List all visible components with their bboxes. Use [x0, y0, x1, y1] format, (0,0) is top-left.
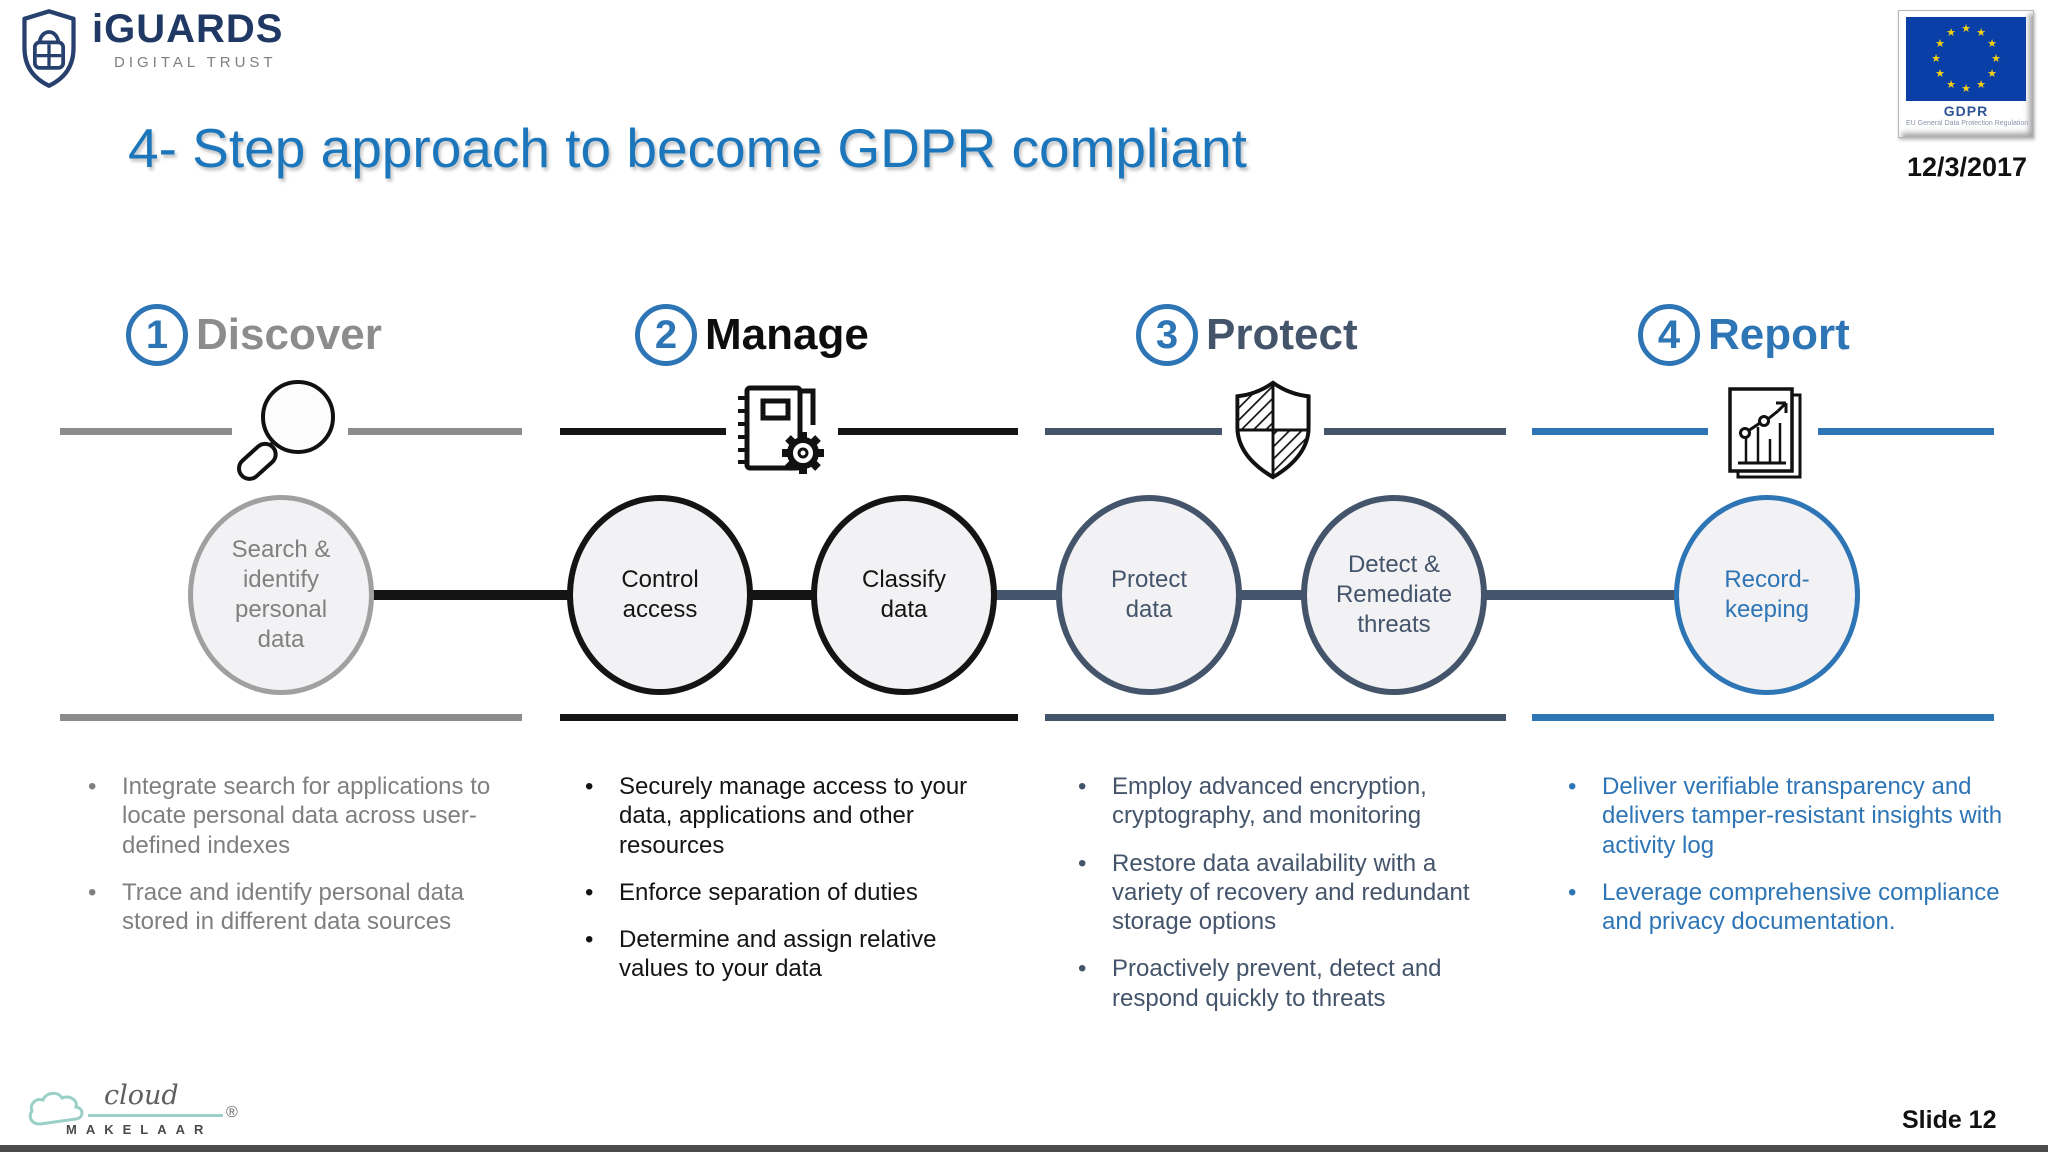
cloud-logo-word: cloud — [104, 1080, 179, 1111]
gdpr-badge: GDPR EU General Data Protection Regulati… — [1898, 10, 2036, 183]
divider-protect-bottom — [1045, 714, 1506, 721]
cloud-logo-caps: MAKELAAR — [66, 1122, 213, 1137]
step-label: Protect — [1206, 310, 1358, 359]
eu-flag-stars: GDPR EU General Data Protection Regulati… — [1898, 10, 2034, 138]
eu-star — [1945, 79, 1957, 91]
divider-discover-bottom — [60, 714, 522, 721]
bullet-list-protect: Employ advanced encryption, cryptography… — [1078, 772, 1510, 1013]
bullet-text: Leverage comprehensive compliance and pr… — [1602, 878, 2000, 936]
cloud-makelaar-logo: cloud ® MAKELAAR — [26, 1080, 246, 1146]
bullet-text: Proactively prevent, detect and respond … — [1112, 955, 1442, 1012]
circle-label: Protect data — [1110, 566, 1188, 623]
bullet-list-manage: Securely manage access to your data, app… — [585, 772, 1005, 984]
circle-protect-data: Protect data — [1056, 495, 1242, 695]
report-chart-icon — [1708, 382, 1818, 484]
circle-control-access: Control access — [567, 495, 753, 695]
date-label: 12/3/2017 — [1906, 152, 2028, 182]
bullet-text: Employ advanced encryption, cryptography… — [1112, 773, 1427, 830]
registered-mark: ® — [226, 1104, 238, 1121]
step-heading-report: 4 Report — [1638, 304, 1850, 366]
eu-star — [1975, 79, 1987, 91]
eu-star — [1960, 23, 1972, 35]
step-number-badge: 3 — [1136, 304, 1198, 366]
bullet-item: Trace and identify personal data stored … — [88, 878, 528, 937]
bullet-item: Securely manage access to your data, app… — [585, 772, 1005, 860]
circle-label: Classify data — [861, 566, 946, 623]
bullet-text: Restore data availability with a variety… — [1112, 849, 1470, 936]
eu-star — [1934, 68, 1946, 80]
bullet-item: Proactively prevent, detect and respond … — [1078, 954, 1510, 1013]
circle-label: Detect & Remediate threats — [1335, 551, 1453, 638]
step-label: Report — [1708, 310, 1850, 359]
slide-number: Slide 12 — [1902, 1106, 1997, 1134]
bullet-text: Securely manage access to your data, app… — [619, 773, 968, 859]
page-title: 4- Step approach to become GDPR complian… — [128, 117, 1247, 179]
divider-report-bottom — [1532, 714, 1994, 721]
magnifier-icon — [232, 376, 348, 488]
notebook-gear-icon — [726, 382, 838, 482]
badge-heading: GDPR — [1943, 103, 1989, 119]
step-number-badge: 2 — [635, 304, 697, 366]
bullet-text: Integrate search for applications to loc… — [122, 773, 491, 859]
circle-classify-data: Classify data — [811, 495, 997, 695]
cloud-logo-line — [88, 1114, 223, 1117]
eu-star — [1990, 53, 2002, 65]
bullet-text: Deliver verifiable transparency and deli… — [1602, 773, 2003, 859]
bullet-item: Employ advanced encryption, cryptography… — [1078, 772, 1510, 831]
eu-star — [1960, 83, 1972, 95]
brand-tagline: DIGITAL TRUST — [114, 54, 277, 71]
bullet-item: Enforce separation of duties — [585, 878, 1005, 907]
circle-record-keeping: Record-keeping — [1674, 495, 1860, 695]
circle-detect-remediate: Detect & Remediate threats — [1301, 495, 1487, 695]
bullet-item: Integrate search for applications to loc… — [88, 772, 528, 860]
circle-search-identify: Search & identify personal data — [188, 495, 374, 695]
bullet-list-report: Deliver verifiable transparency and deli… — [1568, 772, 2008, 936]
bullet-item: Deliver verifiable transparency and deli… — [1568, 772, 2008, 860]
shield-checkered-icon — [1222, 378, 1324, 482]
step-label: Discover — [196, 310, 382, 359]
bullet-text: Determine and assign relative values to … — [619, 926, 937, 983]
circle-label: Record-keeping — [1724, 566, 1810, 623]
eu-star — [1934, 38, 1946, 50]
divider-manage-bottom — [560, 714, 1018, 721]
step-label: Manage — [705, 310, 869, 359]
step-number-badge: 1 — [126, 304, 188, 366]
step-heading-manage: 2 Manage — [635, 304, 869, 366]
bullet-item: Restore data availability with a variety… — [1078, 849, 1510, 937]
eu-star — [1930, 53, 1942, 65]
bullet-text: Enforce separation of duties — [619, 878, 918, 906]
bullet-list-discover: Integrate search for applications to loc… — [88, 772, 528, 936]
bullet-item: Leverage comprehensive compliance and pr… — [1568, 878, 2008, 937]
step-heading-protect: 3 Protect — [1136, 304, 1358, 366]
brand-logo: iGUARDS DIGITAL TRUST — [16, 8, 283, 90]
brand-name: iGUARDS — [92, 7, 284, 51]
shield-lock-icon — [16, 8, 82, 90]
eu-flag — [1906, 17, 2026, 101]
bottom-bar — [0, 1145, 2048, 1152]
step-heading-discover: 1 Discover — [126, 304, 382, 366]
circle-label: Search & identify personal data — [231, 536, 331, 653]
badge-subheading: EU General Data Protection Regulation — [1906, 120, 2029, 127]
eu-star — [1986, 38, 1998, 50]
circle-label: Control access — [621, 566, 699, 623]
eu-star — [1945, 27, 1957, 39]
bullet-item: Determine and assign relative values to … — [585, 925, 1005, 984]
eu-star — [1986, 68, 1998, 80]
bullet-text: Trace and identify personal data stored … — [122, 878, 464, 936]
step-number-badge: 4 — [1638, 304, 1700, 366]
